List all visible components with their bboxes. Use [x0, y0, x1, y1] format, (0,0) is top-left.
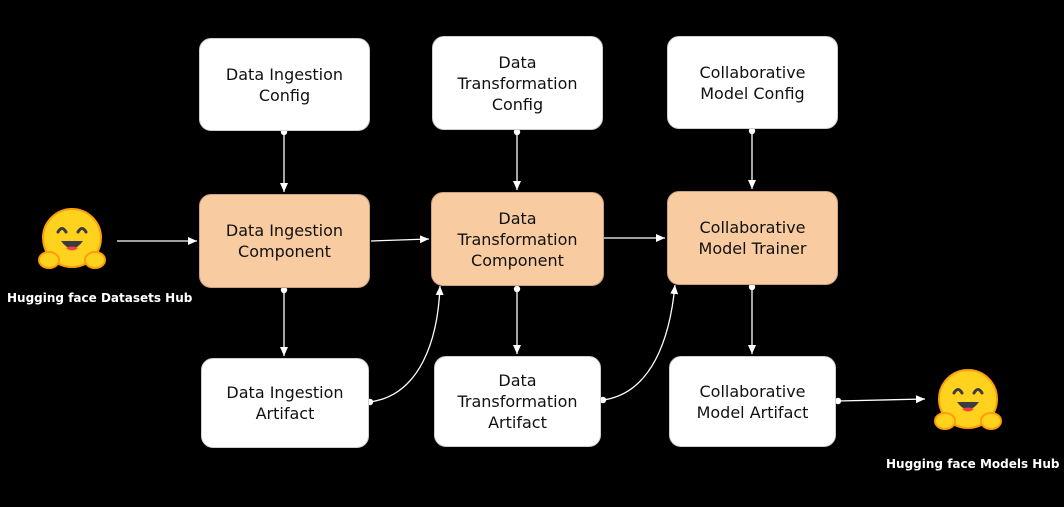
arrow-ingestion-artifact-to-transformation	[366, 285, 444, 406]
hugging-face-datasets-hub-icon	[38, 208, 106, 269]
arrow-trainer-to-model-artifact	[748, 283, 756, 354]
data-transformation-artifact-label: Data Transformation Artifact	[457, 371, 578, 432]
data-transformation-config-label: Data Transformation Config	[457, 52, 578, 114]
data-ingestion-artifact-box: Data Ingestion Artifact	[201, 358, 369, 448]
arrow-model-artifact-to-models-hub	[834, 395, 926, 405]
hugging-face-models-hub-icon	[934, 369, 1002, 430]
arrow-transformation-artifact-to-trainer	[599, 284, 679, 404]
arrow-model-config-to-trainer	[748, 127, 756, 189]
data-ingestion-artifact-label: Data Ingestion Artifact	[226, 383, 344, 423]
collaborative-model-config-label: Collaborative Model Config	[699, 62, 806, 103]
data-ingestion-component-label: Data Ingestion Component	[225, 221, 344, 261]
data-transformation-component-label: Data Transformation Component	[457, 208, 578, 270]
data-ingestion-component-box: Data Ingestion Component	[199, 194, 370, 288]
collaborative-model-trainer-box: Collaborative Model Trainer	[667, 191, 838, 285]
collaborative-model-config-box: Collaborative Model Config	[667, 36, 838, 129]
arrow-ingestion-config-to-component	[280, 128, 288, 192]
arrow-ingestion-component-to-artifact	[280, 286, 288, 356]
data-ingestion-config-label: Data Ingestion Config	[225, 64, 344, 105]
data-transformation-config-box: Data Transformation Config	[432, 36, 603, 130]
hugging-face-models-hub-label: Hugging face Models Hub	[886, 457, 1060, 471]
collaborative-model-artifact-box: Collaborative Model Artifact	[669, 356, 836, 447]
data-transformation-component-box: Data Transformation Component	[431, 192, 604, 286]
data-ingestion-config-box: Data Ingestion Config	[199, 38, 370, 131]
data-transformation-artifact-box: Data Transformation Artifact	[434, 356, 601, 447]
hugging-face-datasets-hub-label: Hugging face Datasets Hub	[7, 291, 193, 305]
arrow-ingestion-to-transformation	[370, 235, 430, 244]
collaborative-model-trainer-label: Collaborative Model Trainer	[698, 218, 807, 258]
collaborative-model-artifact-label: Collaborative Model Artifact	[696, 381, 809, 422]
arrow-transformation-component-to-artifact	[513, 285, 521, 354]
arrow-transformation-config-to-component	[513, 128, 521, 190]
